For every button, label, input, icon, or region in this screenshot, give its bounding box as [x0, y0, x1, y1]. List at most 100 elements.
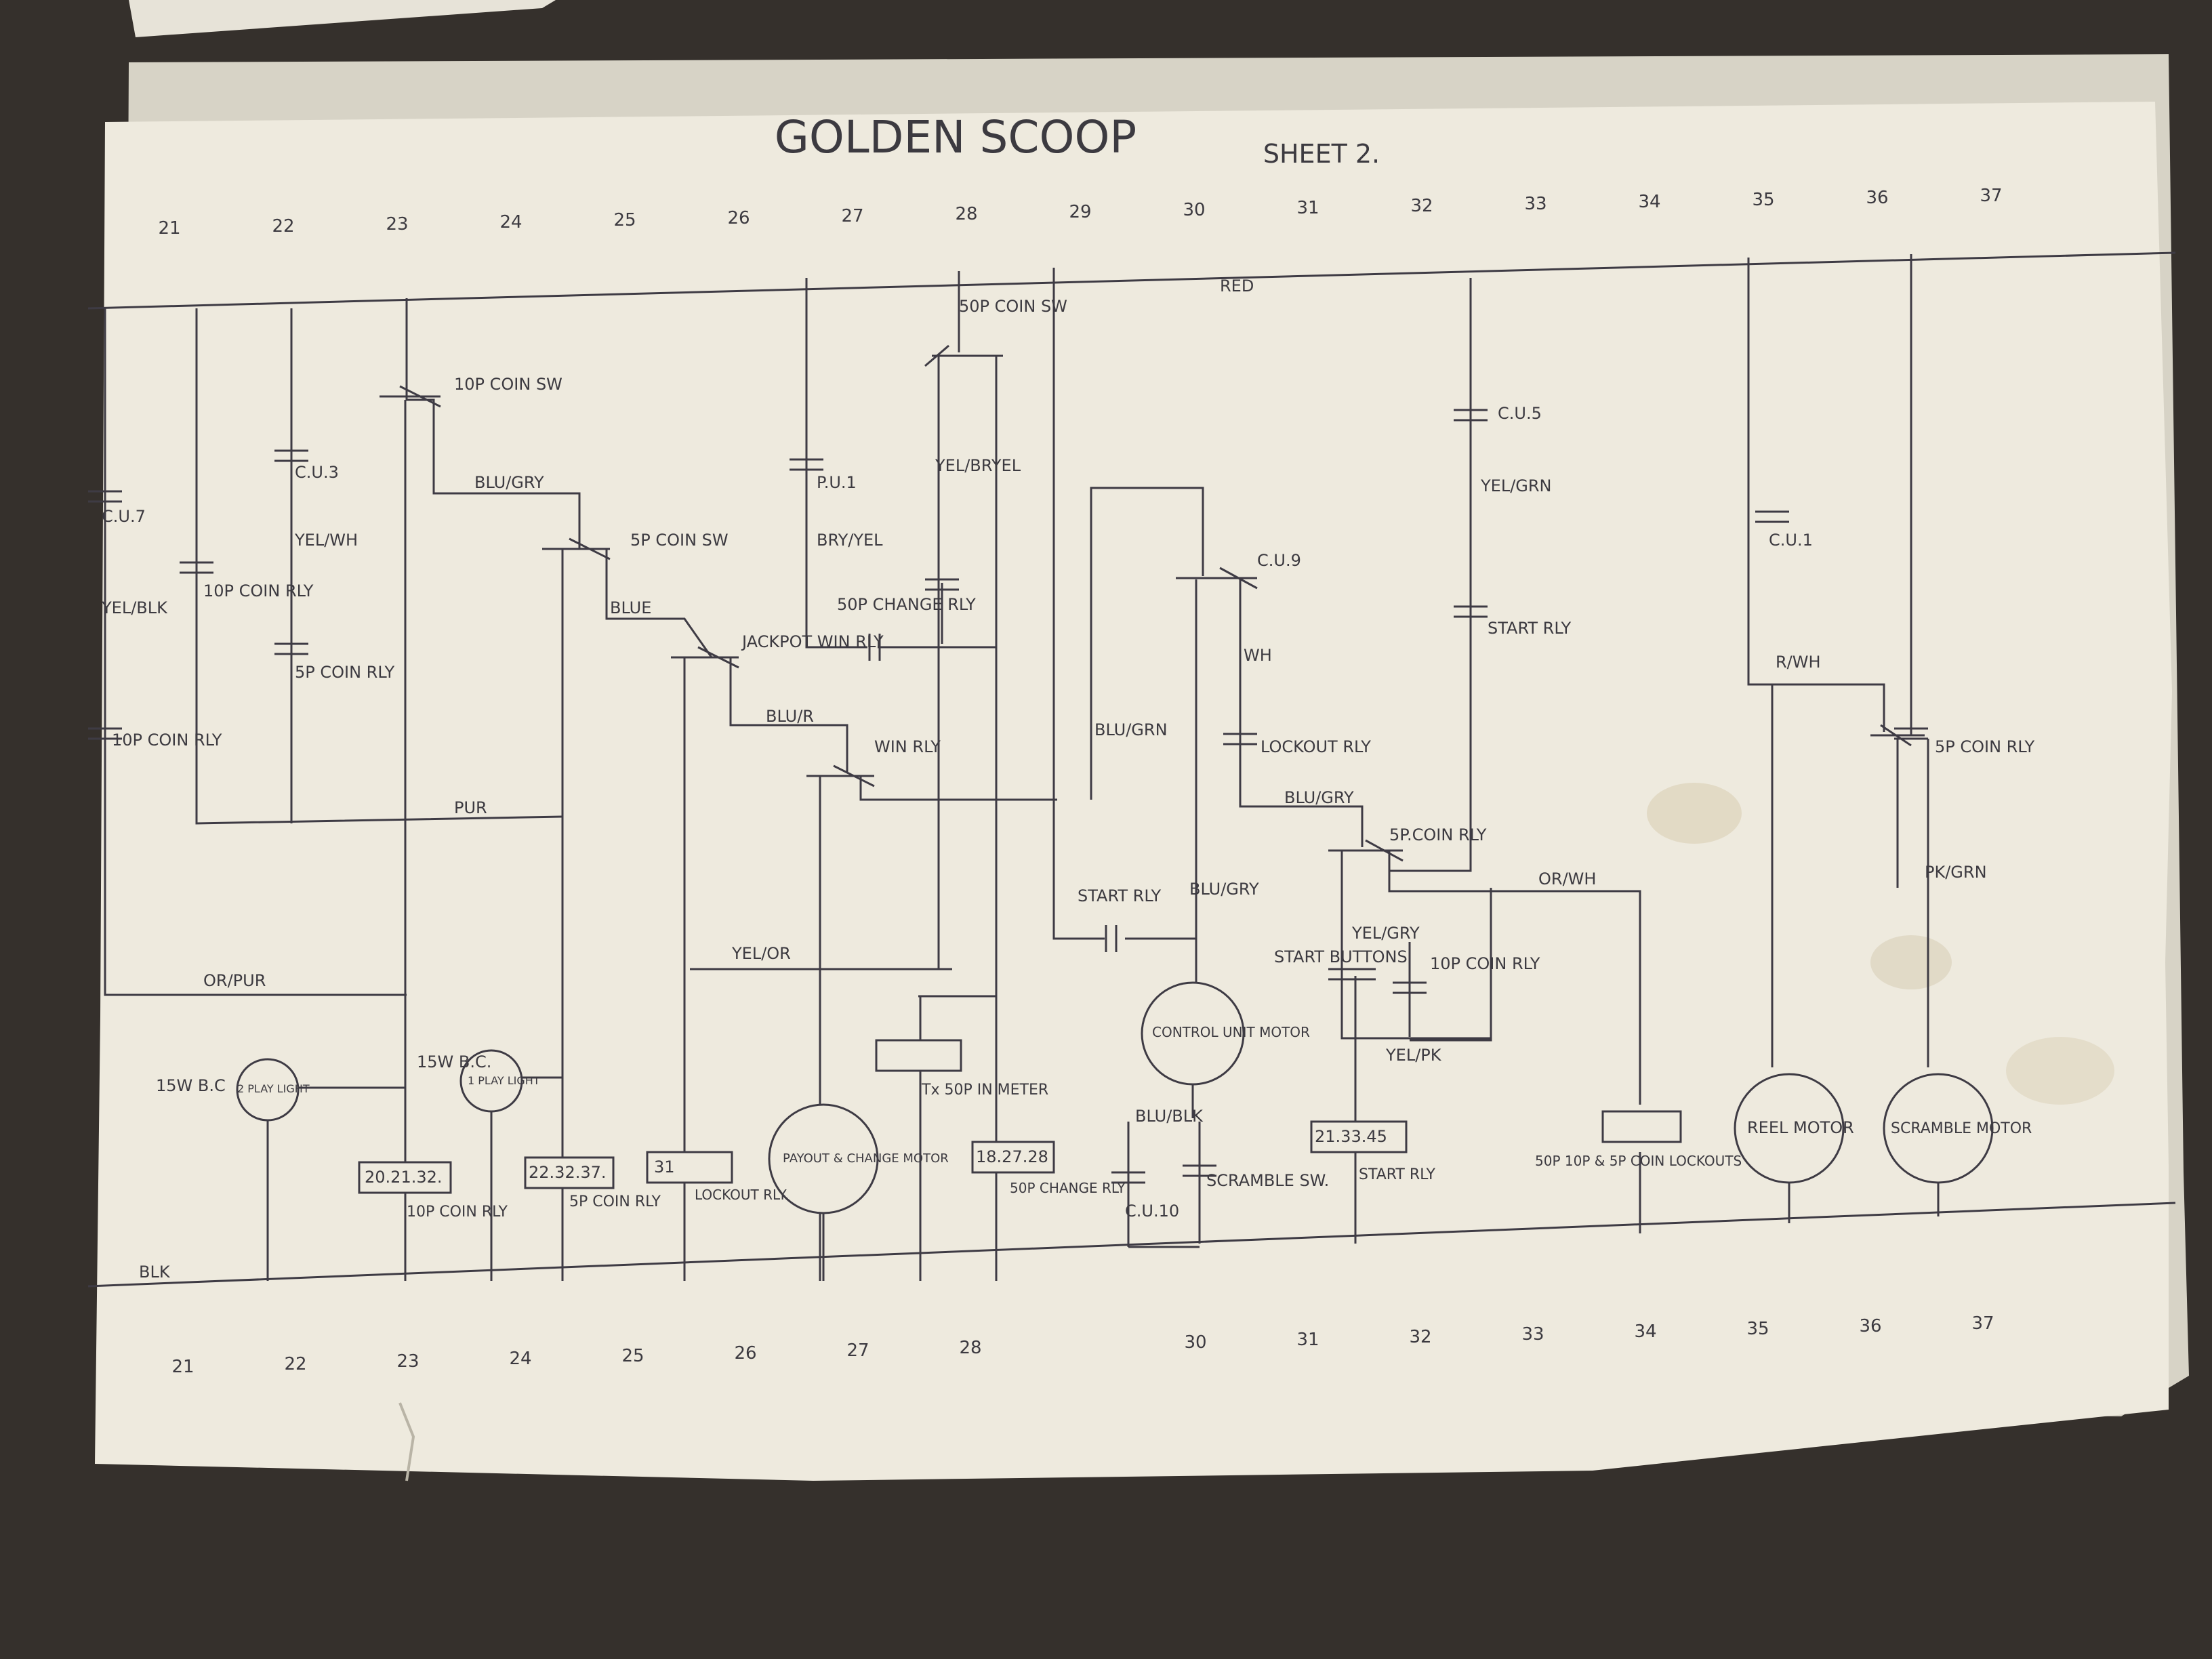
box-label: 21.33.45: [1315, 1127, 1387, 1146]
wire-label: PUR: [454, 798, 487, 817]
normally-open-contact: [274, 642, 308, 655]
normally-open-contact: [1328, 968, 1376, 981]
black-rail: [87, 1202, 2176, 1288]
column-number: 36: [1866, 188, 1888, 208]
contact-label: JACKPOT WIN RLY: [741, 632, 884, 651]
column-number: 21: [158, 218, 180, 239]
normally-closed-contact: [1870, 724, 1925, 747]
column-number: 24: [499, 212, 522, 232]
normally-open-contact: [274, 449, 308, 462]
normally-open-contact: [88, 727, 122, 740]
wire-label: BLU/GRY: [1284, 788, 1354, 807]
paper-stain: [2006, 1037, 2114, 1105]
contact-label: START RLY: [1488, 619, 1572, 638]
rail-label-red: RED: [1220, 276, 1254, 295]
component-label: REEL MOTOR: [1747, 1118, 1854, 1137]
wire-label: YEL/GRY: [1351, 924, 1420, 943]
contact-label: P.U.1: [817, 473, 857, 492]
reel-motor: [1734, 1073, 1845, 1184]
wire-label: YEL/BRYEL: [935, 456, 1021, 475]
contact-label: 10P COIN RLY: [112, 731, 222, 750]
column-number: 30: [1183, 200, 1205, 220]
normally-closed-contact: [924, 344, 1003, 367]
column-number: 34: [1638, 192, 1660, 212]
component-label: CONTROL UNIT MOTOR: [1152, 1024, 1310, 1040]
normally-closed-contact: [1328, 839, 1404, 862]
column-number: 25: [613, 210, 636, 230]
column-number: 25: [621, 1346, 644, 1366]
wire: [1389, 278, 1472, 872]
relay-box-18-27-28: [971, 1141, 1055, 1174]
contact-label: 10P COIN RLY: [1430, 954, 1540, 973]
column-number: 35: [1746, 1319, 1769, 1339]
column-number: 26: [734, 1343, 756, 1364]
contact-label: 5P COIN SW: [630, 531, 729, 550]
contact-label: C.U.7: [102, 507, 146, 526]
contact-label: SCRAMBLE SW.: [1206, 1171, 1329, 1190]
wire: [104, 308, 407, 996]
wire-label: BRY/YEL: [817, 531, 883, 550]
column-number: 37: [1980, 186, 2002, 206]
wire-label: R/WH: [1776, 653, 1821, 672]
normally-open-contact: [180, 561, 213, 574]
wire-label: BLU/R: [766, 707, 814, 726]
contact-label: 5P COIN RLY: [295, 663, 395, 682]
component-label: 2 PLAY LIGHT: [237, 1082, 310, 1095]
paper-tear: [398, 1402, 415, 1481]
wire-label: BLU/GRY: [1189, 880, 1259, 899]
normally-open-contact: [1454, 409, 1488, 422]
paper-stain: [1647, 783, 1742, 844]
column-number: 31: [1296, 1330, 1319, 1350]
column-number: 27: [846, 1340, 869, 1361]
normally-open-contact: [1755, 510, 1789, 523]
wire: [1052, 268, 1105, 940]
box-label: 22.32.37.: [529, 1163, 607, 1182]
wire: [1340, 851, 1349, 1040]
coin-lockouts-coil: [1601, 1110, 1682, 1143]
contact-label: 50P CHANGE RLY: [837, 595, 976, 614]
wire: [1410, 891, 1492, 1042]
normally-open-contact: [1393, 981, 1427, 994]
wire-label: PK/GRN: [1925, 863, 1987, 882]
contact-label: C.U.9: [1257, 551, 1301, 570]
contact-label: C.U.5: [1498, 404, 1542, 423]
box-caption: START RLY: [1359, 1166, 1435, 1183]
normally-open-contact: [868, 634, 881, 661]
contact-label: C.U.3: [295, 463, 339, 482]
wire: [729, 657, 848, 773]
normally-closed-contact: [671, 646, 739, 669]
relay-box-22-32-37: [524, 1156, 615, 1189]
diagram-title: GOLDEN SCOOP: [775, 111, 1136, 163]
column-number: 36: [1859, 1316, 1881, 1336]
component-label: SCRAMBLE MOTOR: [1891, 1120, 2032, 1137]
normally-open-contact: [1894, 727, 1928, 740]
wire: [405, 298, 581, 549]
contact-label: WIN RLY: [874, 737, 941, 756]
column-number: 22: [284, 1354, 306, 1374]
column-number: 24: [509, 1349, 531, 1369]
wire-label: BLU/GRY: [474, 473, 544, 492]
normally-open-contact: [88, 490, 122, 503]
contact-label: 5P COIN RLY: [1935, 737, 2035, 756]
wire-label: BLUE: [610, 598, 651, 617]
box-label: 18.27.28: [976, 1147, 1048, 1166]
column-number: 33: [1521, 1324, 1544, 1345]
relay-box-21-33-45: [1310, 1120, 1408, 1153]
wire-label: YEL/WH: [294, 531, 358, 550]
box-caption: 50P CHANGE RLY: [1010, 1180, 1126, 1196]
component-label: 15W B.C: [156, 1076, 226, 1095]
wire-label: YEL/BLK: [101, 598, 168, 617]
column-number: 34: [1634, 1322, 1656, 1342]
contact-label: 10P COIN RLY: [203, 581, 314, 600]
wire: [859, 776, 1057, 801]
normally-open-contact: [925, 578, 959, 591]
relay-box-20-21-32: [358, 1161, 452, 1194]
column-number: 32: [1409, 1327, 1431, 1347]
wire-label: OR/WH: [1538, 869, 1596, 888]
scramble-motor: [1883, 1073, 1994, 1184]
column-number: 22: [272, 216, 294, 237]
wire: [805, 278, 867, 649]
